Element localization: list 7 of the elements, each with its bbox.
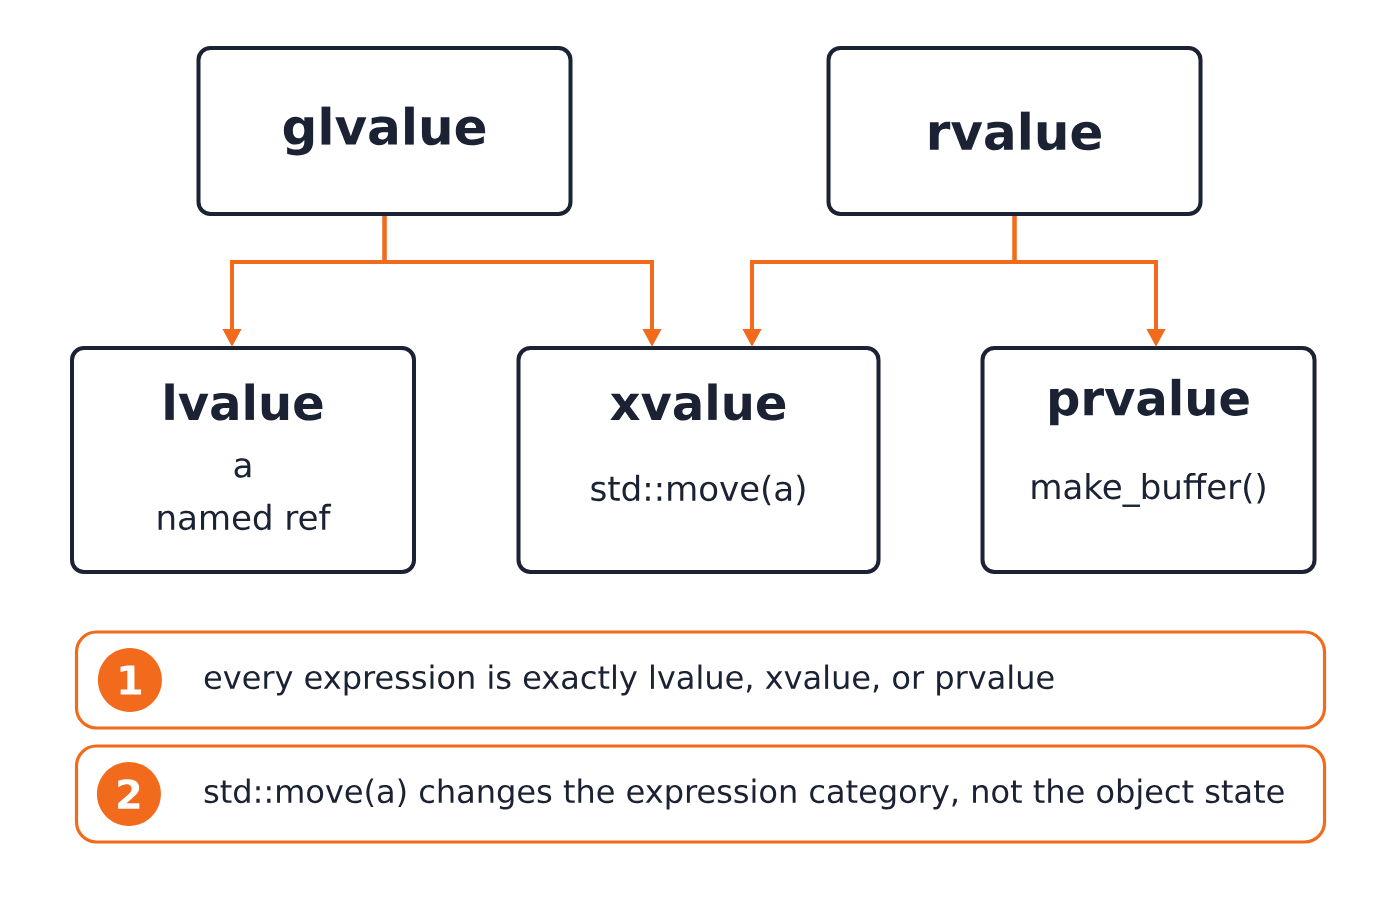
- category-box: xvalue std::move(a): [516, 346, 881, 574]
- category-box: lvalue a named ref: [70, 346, 416, 574]
- number-badge: 2: [96, 762, 161, 826]
- category-box: prvalue make_buffer(): [980, 346, 1317, 574]
- category-box: glvalue: [196, 46, 573, 216]
- number-badge: 1: [97, 648, 162, 712]
- category-box: rvalue: [826, 46, 1203, 216]
